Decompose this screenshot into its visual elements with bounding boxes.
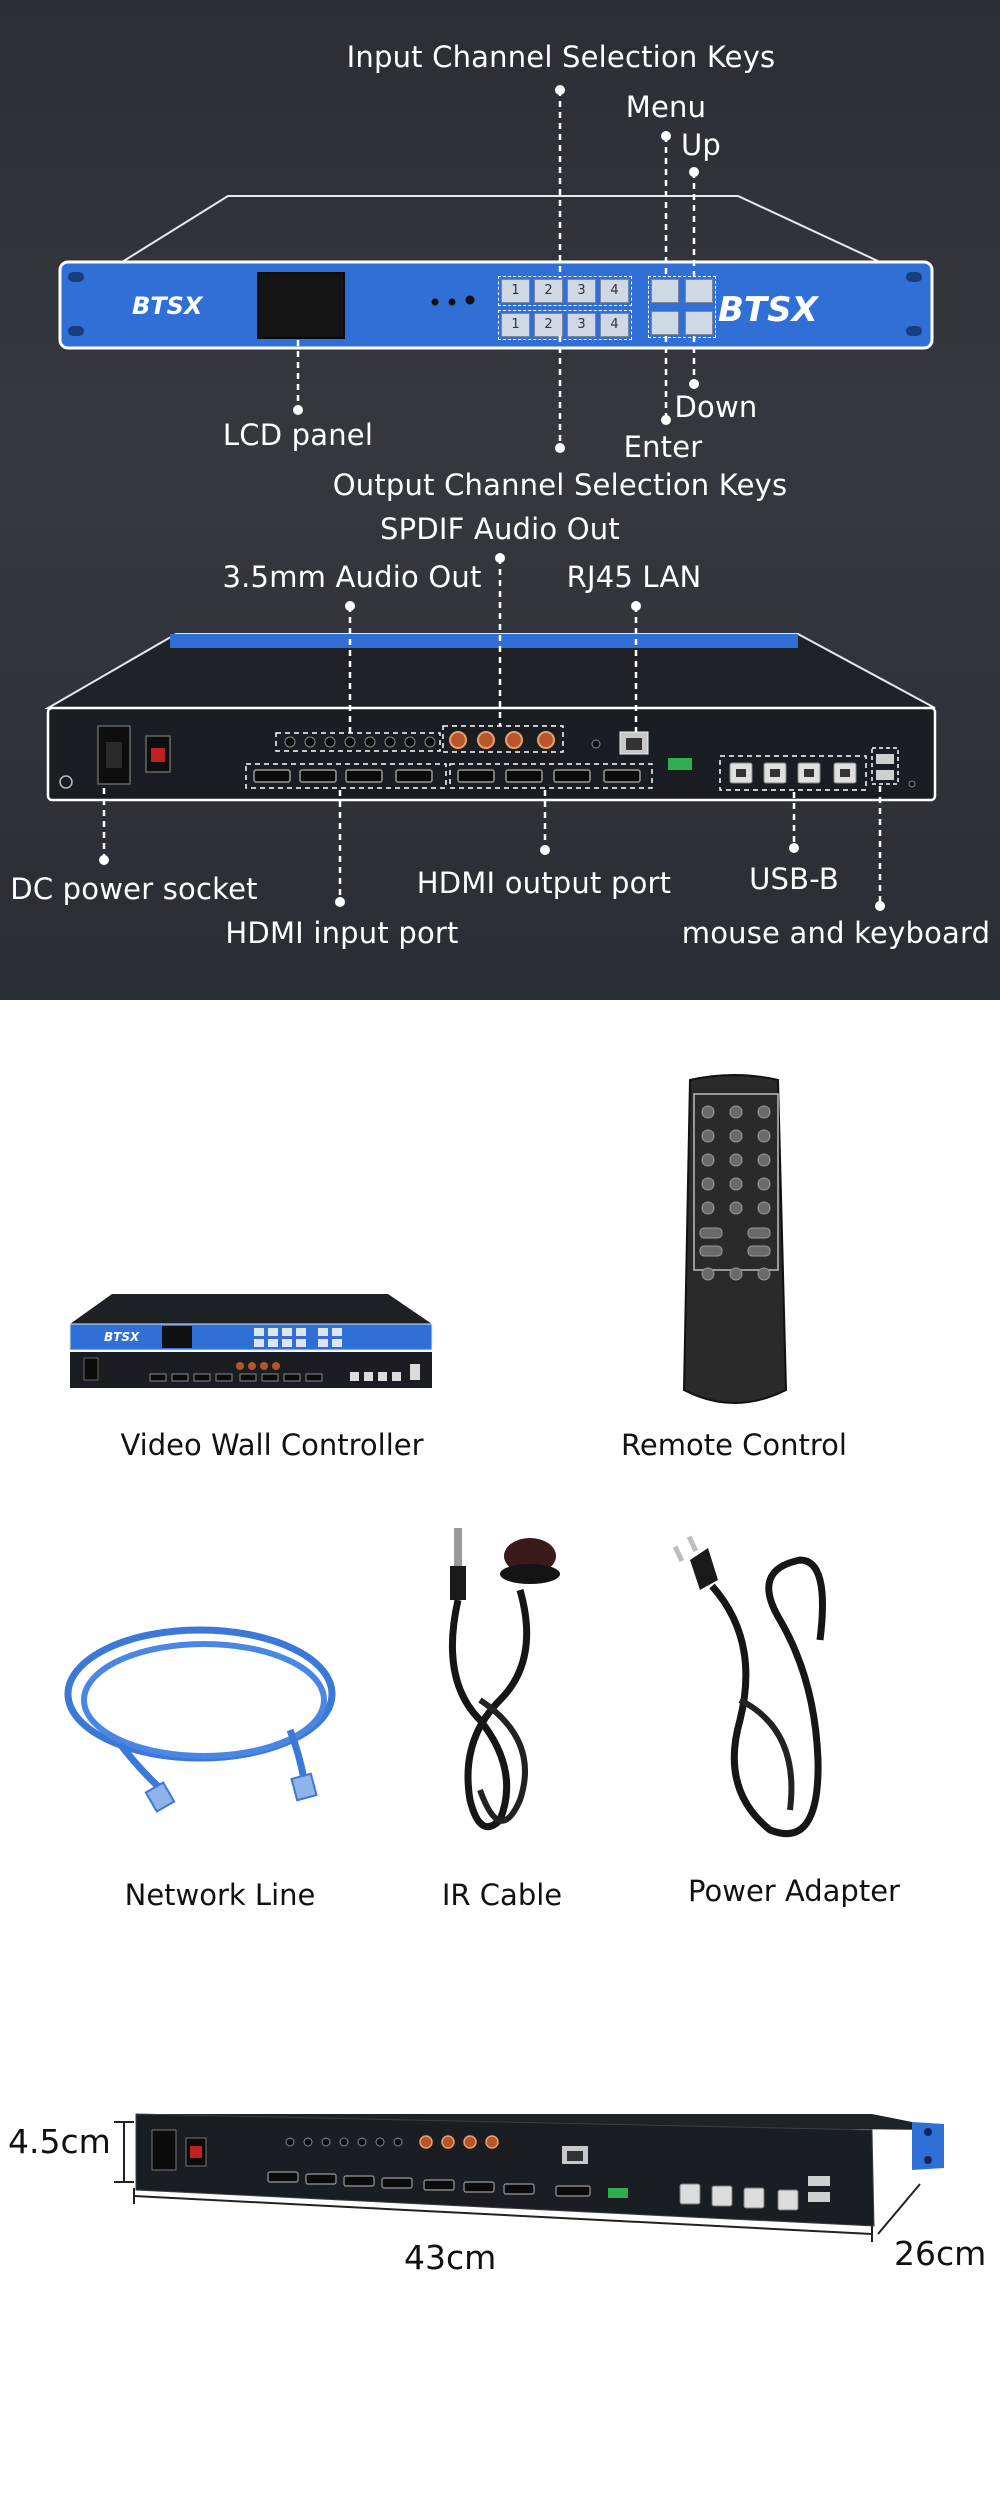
power-adapter-image: [672, 1535, 826, 1838]
label-enter: Enter: [623, 430, 703, 464]
network-line-image: [64, 1626, 336, 1813]
caption-power-adapter: Power Adapter: [688, 1874, 900, 1908]
label-rj45-lan: RJ45 LAN: [566, 560, 702, 594]
rear-panel-device: [44, 633, 937, 802]
caption-network-line: Network Line: [124, 1878, 316, 1912]
caption-video-wall-controller: Video Wall Controller: [120, 1428, 424, 1462]
menu-key: [651, 279, 679, 303]
label-35mm-audio-out: 3.5mm Audio Out: [222, 560, 482, 594]
rear-callout-lines: [99, 553, 885, 911]
input-channel-keys: 1 2 3 4: [498, 276, 632, 306]
remote-control-image: [682, 1074, 788, 1404]
video-wall-controller-image: [69, 1294, 433, 1388]
key-button: 1: [501, 279, 530, 303]
dimension-depth: 26cm: [894, 2234, 987, 2273]
label-lcd-panel: LCD panel: [222, 418, 374, 452]
label-menu: Menu: [625, 90, 707, 124]
caption-ir-cable: IR Cable: [441, 1878, 563, 1912]
ir-cable-image: [448, 1528, 560, 1831]
label-mouse-and-keyboard: mouse and keyboard: [681, 916, 991, 950]
key-button: 3: [567, 313, 596, 337]
label-usb-b: USB-B: [749, 862, 839, 896]
label-input-channel-keys: Input Channel Selection Keys: [346, 40, 776, 74]
key-button: 2: [534, 313, 563, 337]
up-key: [685, 279, 713, 303]
key-button: 4: [600, 313, 629, 337]
label-output-channel-keys: Output Channel Selection Keys: [332, 468, 788, 502]
brand-logo-right: BTSX: [718, 290, 818, 330]
label-hdmi-input-port: HDMI input port: [225, 916, 459, 950]
dimension-device-image: [114, 2113, 944, 2242]
front-panel-device: [58, 195, 934, 350]
down-key: [685, 311, 713, 335]
front-callout-lines: [293, 85, 699, 453]
dimension-height: 4.5cm: [8, 2122, 111, 2161]
key-button: 2: [534, 279, 563, 303]
label-spdif-audio-out: SPDIF Audio Out: [380, 512, 620, 546]
dimension-width: 43cm: [404, 2238, 497, 2277]
function-keys: [648, 276, 716, 338]
output-channel-keys: 1 2 3 4: [498, 310, 632, 340]
enter-key: [651, 311, 679, 335]
label-up: Up: [680, 128, 722, 162]
brand-logo-left: BTSX: [132, 292, 203, 320]
feature-diagram-section: BTSX BTSX 1 2 3 4 1 2 3 4: [0, 0, 1000, 1000]
label-hdmi-output-port: HDMI output port: [416, 866, 672, 900]
key-button: 4: [600, 279, 629, 303]
label-down: Down: [674, 390, 758, 424]
key-button: 3: [567, 279, 596, 303]
label-dc-power-socket: DC power socket: [10, 872, 258, 906]
key-button: 1: [501, 313, 530, 337]
caption-remote-control: Remote Control: [621, 1428, 847, 1462]
thumb-brand: BTSX: [104, 1330, 140, 1344]
